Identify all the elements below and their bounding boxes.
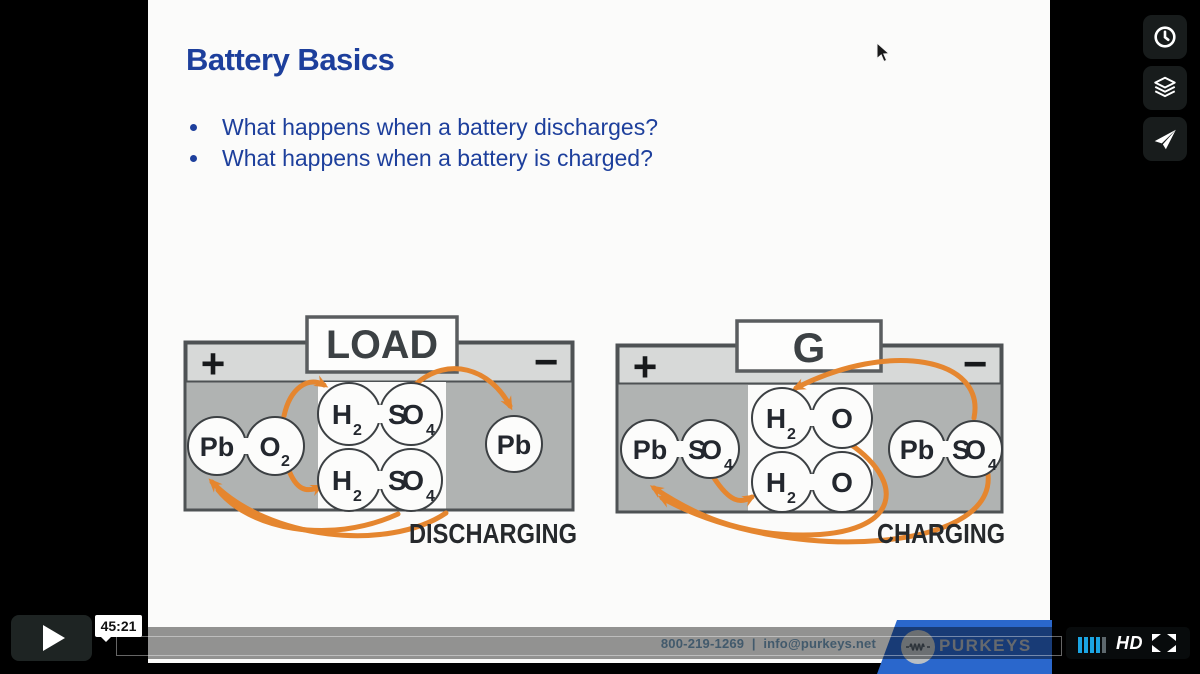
molecule-circles	[620, 387, 1003, 513]
mouse-cursor	[876, 42, 890, 63]
minus-terminal: −	[534, 338, 559, 385]
clock-icon	[1154, 26, 1176, 48]
player-control-bar	[103, 627, 1190, 659]
svg-text:LOAD: LOAD	[326, 323, 438, 367]
svg-text:SO: SO	[388, 465, 424, 496]
svg-text:2: 2	[281, 453, 290, 470]
svg-text:Pb: Pb	[633, 435, 668, 465]
svg-text:H: H	[766, 467, 786, 498]
svg-text:O: O	[831, 403, 853, 434]
contact-info: 800-219-1269 | info@purkeys.net	[661, 636, 876, 651]
volume-bar	[1102, 637, 1106, 653]
svg-text:SO: SO	[688, 435, 722, 465]
bullet-list: What happens when a battery discharges? …	[186, 112, 658, 174]
contact-divider: |	[751, 636, 756, 651]
svg-text:Pb: Pb	[497, 430, 532, 460]
svg-text:Pb: Pb	[200, 432, 235, 462]
svg-text:2: 2	[353, 422, 362, 439]
volume-bar	[1090, 637, 1094, 653]
svg-text:4: 4	[426, 488, 435, 505]
fullscreen-button[interactable]	[1152, 634, 1176, 652]
collections-button[interactable]	[1143, 66, 1187, 110]
svg-text:Pb: Pb	[900, 435, 935, 465]
svg-text:G: G	[793, 324, 826, 371]
svg-text:H: H	[766, 403, 786, 434]
play-icon	[43, 625, 65, 651]
svg-text:H: H	[332, 399, 352, 430]
slide-title: Battery Basics	[186, 42, 395, 77]
molecule-labels: Pb SO 4 H 2 O H 2 O Pb SO 4	[633, 403, 997, 507]
svg-text:SO: SO	[388, 399, 424, 430]
time-tooltip: 45:21	[95, 615, 142, 642]
play-button[interactable]	[11, 615, 92, 661]
progress-bar[interactable]	[116, 636, 1062, 656]
volume-bar	[1096, 637, 1100, 653]
bullet-dot	[190, 155, 197, 162]
svg-text:4: 4	[988, 457, 997, 474]
presentation-slide: Battery Basics What happens when a batte…	[148, 0, 1050, 663]
plus-terminal: +	[201, 340, 226, 387]
svg-text:4: 4	[426, 422, 435, 439]
minus-terminal: −	[963, 340, 988, 387]
charging-battery: + − G	[615, 319, 1005, 549]
brand-name: PURKEYS	[939, 636, 1032, 655]
volume-control[interactable]	[1078, 637, 1106, 653]
paper-plane-icon	[1154, 129, 1176, 150]
discharging-battery: + − LOAD	[183, 315, 577, 549]
svg-text:H: H	[332, 465, 352, 496]
molecule-labels: Pb O 2 H 2 SO 4 H 2 SO 4 Pb	[200, 399, 532, 505]
svg-text:SO: SO	[952, 435, 986, 465]
svg-text:2: 2	[787, 490, 796, 507]
ion-flow-arrows	[208, 366, 513, 539]
hd-toggle[interactable]: HD	[1116, 633, 1143, 653]
player-right-controls: HD	[1066, 627, 1190, 659]
share-button[interactable]	[1143, 117, 1187, 161]
battery-diagrams: + − LOAD	[183, 315, 1005, 549]
molecule-circles	[187, 382, 543, 512]
volume-bar	[1084, 637, 1088, 653]
bullet-item: What happens when a battery discharges?	[186, 112, 658, 143]
watch-later-button[interactable]	[1143, 15, 1187, 59]
svg-text:O: O	[259, 432, 280, 462]
generator-box: G	[735, 319, 883, 373]
svg-text:2: 2	[353, 488, 362, 505]
svg-text:4: 4	[724, 457, 733, 474]
layers-icon	[1154, 76, 1176, 98]
load-box: LOAD	[305, 315, 459, 374]
bullet-item: What happens when a battery is charged?	[186, 143, 658, 174]
volume-bar	[1078, 637, 1082, 653]
bullet-dot	[190, 124, 197, 131]
fullscreen-icon	[1152, 634, 1176, 652]
svg-text:O: O	[831, 467, 853, 498]
plus-terminal: +	[633, 343, 658, 390]
purkeys-logo-icon	[901, 630, 935, 664]
email-address: info@purkeys.net	[763, 636, 876, 651]
purkeys-brand-badge: PURKEYS	[877, 620, 1052, 674]
discharging-caption: DISCHARGING	[409, 518, 577, 549]
charging-caption: CHARGING	[877, 518, 1005, 549]
phone-number: 800-219-1269	[660, 636, 745, 651]
svg-text:2: 2	[787, 426, 796, 443]
ion-flow-arrows	[649, 358, 991, 545]
coil-icon	[906, 643, 930, 651]
